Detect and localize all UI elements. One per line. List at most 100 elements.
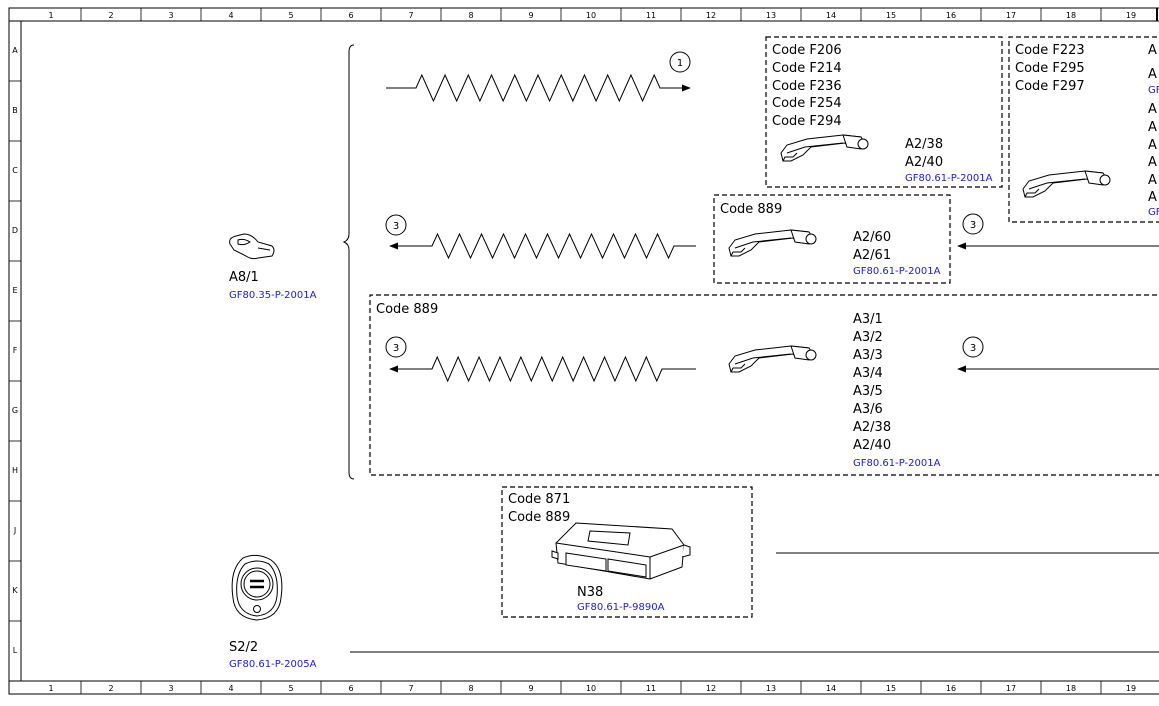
- component-label: A2/40: [905, 155, 943, 170]
- component-label: A3/6: [853, 402, 883, 417]
- column-tick-label: 14: [826, 11, 836, 20]
- svg-text:A: A: [1148, 67, 1157, 82]
- key-a81-icon: [229, 233, 275, 260]
- column-tick-label: 2: [108, 11, 113, 20]
- group-brace: [342, 44, 355, 480]
- column-tick-label: 6: [348, 684, 353, 693]
- component-label: N38: [577, 585, 603, 600]
- code-text: Code 889: [720, 202, 782, 217]
- column-tick-label: 11: [646, 684, 656, 693]
- column-tick-label: 16: [946, 11, 956, 20]
- code-text: Code 889: [376, 302, 438, 317]
- column-tick-label: 1: [48, 684, 53, 693]
- column-tick-label: 14: [826, 684, 836, 693]
- column-tick-label: 13: [766, 684, 776, 693]
- column-tick-label: 17: [1006, 11, 1016, 20]
- antenna-group-a31-a36: Code 889 A3/1 A3/2 A3/3 A3/4 A3/5 A3/6 A…: [369, 294, 1159, 476]
- column-tick-label: 16: [946, 684, 956, 693]
- row-tick-label: K: [12, 586, 18, 595]
- signal-wave-mid: [389, 232, 696, 260]
- svg-text:3: 3: [393, 221, 399, 232]
- svg-text:GF: GF: [1148, 85, 1159, 96]
- column-tick-label: 10: [586, 684, 596, 693]
- code-text: Code F295: [1015, 61, 1085, 76]
- code-text: Code F214: [772, 61, 842, 76]
- column-tick-label: 12: [706, 11, 716, 20]
- code-text: Code F294: [772, 114, 842, 129]
- svg-text:A: A: [1148, 43, 1157, 58]
- svg-text:A: A: [1148, 190, 1157, 205]
- column-tick-label: 15: [886, 684, 896, 693]
- component-label: A2/40: [853, 438, 891, 453]
- column-tick-label: 8: [468, 11, 473, 20]
- component-label: A2/38: [853, 420, 891, 435]
- row-tick-label: B: [12, 106, 18, 115]
- antenna-icon: [728, 345, 817, 373]
- column-tick-label: 5: [288, 11, 293, 20]
- component-label: A3/4: [853, 366, 883, 381]
- ref-link[interactable]: GF80.61-P-2001A: [853, 458, 941, 469]
- code-text: Code F297: [1015, 79, 1085, 94]
- code-text: Code F236: [772, 79, 842, 94]
- row-tick-label: D: [12, 226, 18, 235]
- svg-text:A: A: [1148, 155, 1157, 170]
- signal-marker-3-right-low: 3: [962, 336, 984, 358]
- column-tick-label: 13: [766, 11, 776, 20]
- column-tick-label: 5: [288, 684, 293, 693]
- code-text: Code 871: [508, 492, 570, 507]
- row-tick-label: H: [12, 466, 18, 475]
- column-tick-label: 11: [646, 11, 656, 20]
- ref-link[interactable]: GF80.61-P-2001A: [905, 173, 993, 184]
- column-tick-label: 3: [168, 684, 173, 693]
- column-tick-label: 18: [1066, 11, 1076, 20]
- column-tick-label: 1: [48, 11, 53, 20]
- component-label: A2/61: [853, 248, 891, 263]
- svg-text:3: 3: [970, 220, 976, 231]
- signal-wave-top: [386, 73, 691, 103]
- svg-text:3: 3: [393, 343, 399, 354]
- column-tick-label: 9: [528, 684, 533, 693]
- ref-link[interactable]: GF80.61-P-9890A: [577, 602, 665, 613]
- column-tick-label: 8: [468, 684, 473, 693]
- column-tick-label: 19: [1126, 684, 1136, 693]
- ref-link[interactable]: GF80.61-P-2001A: [853, 266, 941, 277]
- component-label: A3/3: [853, 348, 883, 363]
- column-tick-label: 4: [228, 684, 233, 693]
- code-text: Code F206: [772, 43, 842, 58]
- svg-text:A: A: [1148, 138, 1157, 153]
- column-tick-label: 7: [408, 684, 413, 693]
- switch-s22-label: S2/2: [229, 640, 258, 655]
- switch-s22-ref-link[interactable]: GF80.61-P-2005A: [229, 659, 317, 670]
- row-tick-label: E: [12, 286, 17, 295]
- column-tick-label: 12: [706, 684, 716, 693]
- column-tick-label: 18: [1066, 684, 1076, 693]
- component-label: A3/2: [853, 330, 883, 345]
- column-tick-label: 10: [586, 11, 596, 20]
- code-text: Code F223: [1015, 43, 1085, 58]
- switch-s22-icon: [231, 554, 283, 621]
- component-label: A3/1: [853, 312, 883, 327]
- column-grid-ticks: 1122334455667788991010111112121313141415…: [48, 8, 1136, 694]
- row-tick-label: J: [13, 526, 16, 535]
- signal-marker-1: 1: [669, 51, 691, 73]
- column-tick-label: 19: [1126, 11, 1136, 20]
- column-tick-label: 17: [1006, 684, 1016, 693]
- antenna-group-a260-a261: Code 889 A2/60 A2/61 GF80.61-P-2001A: [713, 194, 951, 284]
- code-text: Code 889: [508, 510, 570, 525]
- column-tick-label: 2: [108, 684, 113, 693]
- key-a81-ref-link[interactable]: GF80.35-P-2001A: [229, 290, 317, 301]
- key-a81-label: A8/1: [229, 270, 259, 285]
- signal-marker-3-right-mid: 3: [962, 213, 984, 235]
- svg-text:A: A: [1148, 173, 1157, 188]
- component-label: A3/5: [853, 384, 883, 399]
- column-tick-label: 15: [886, 11, 896, 20]
- column-tick-label: 6: [348, 11, 353, 20]
- svg-text:3: 3: [970, 343, 976, 354]
- svg-text:A: A: [1148, 102, 1157, 117]
- row-tick-label: G: [12, 406, 18, 415]
- antenna-icon: [1022, 170, 1111, 198]
- column-tick-label: 4: [228, 11, 233, 20]
- component-label: A2/60: [853, 230, 891, 245]
